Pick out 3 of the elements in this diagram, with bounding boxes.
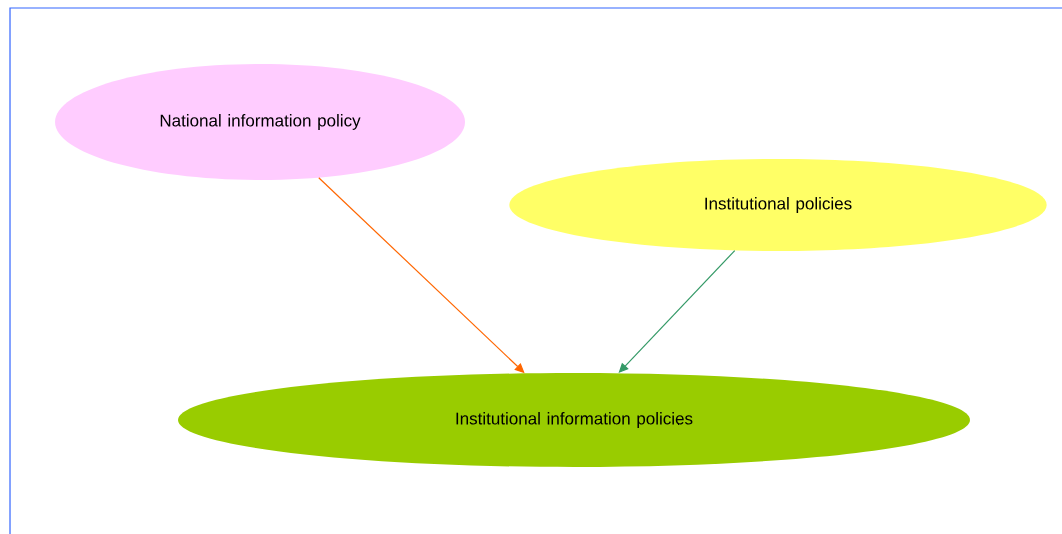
ellipse-node: Institutional information policies (178, 373, 970, 467)
ellipse-node: Institutional policies (509, 159, 1047, 251)
ellipse-node: National information policy (55, 64, 465, 180)
